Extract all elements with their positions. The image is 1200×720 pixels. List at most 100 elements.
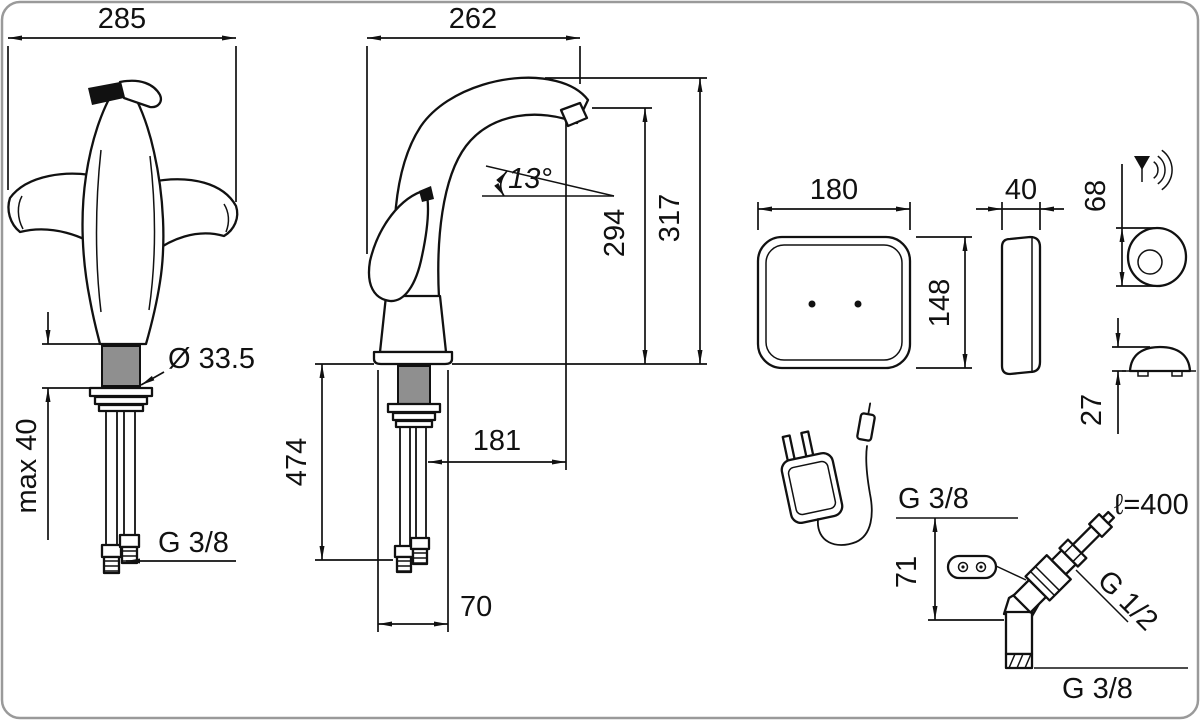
- dim-inlet-71: 71: [891, 518, 1004, 621]
- dim-heights: 294 317: [452, 77, 707, 365]
- wing-tip-line: [17, 195, 24, 230]
- dome-foot: [1171, 370, 1183, 377]
- sensor-knob-inner: [1137, 249, 1163, 275]
- dim-label-knob: 68: [1080, 180, 1112, 212]
- signal-arc: [1161, 149, 1173, 191]
- mounting-washer: [386, 402, 442, 414]
- mounting-dot: [854, 300, 862, 308]
- dim-label-total-height: 317: [654, 194, 686, 242]
- bracket-hole-dot: [979, 565, 983, 569]
- dim-box-depth-40: 40: [976, 174, 1064, 230]
- bracket-hole-dot: [961, 565, 965, 569]
- supply-hose: [415, 426, 427, 539]
- adapter-body-group: [780, 430, 844, 524]
- dim-label-box-width: 180: [810, 174, 858, 206]
- dim-label-angle: 13°: [508, 163, 552, 195]
- control-box-side-view: 40: [976, 174, 1064, 376]
- connector-nut: [409, 536, 431, 551]
- dim-box-width-180: 180: [757, 174, 911, 230]
- power-adapter: [780, 402, 876, 546]
- base-flange-side: [372, 350, 454, 366]
- faucet-body-side: [378, 294, 448, 354]
- supply-hose: [123, 410, 136, 536]
- dim-label-depth: 262: [449, 3, 497, 35]
- angle-line: [485, 165, 615, 197]
- dim-shank-diameter: Ø 33.5: [140, 343, 255, 386]
- hose-connector: [100, 543, 123, 575]
- signal-arc: [1153, 161, 1159, 179]
- mounting-nut: [394, 419, 434, 429]
- mounting-washer: [88, 386, 154, 398]
- dim-label-outlet-height: 294: [599, 209, 631, 257]
- thread-label-bottom: G 3/8: [1062, 673, 1133, 705]
- dim-label-box-depth: 40: [1005, 174, 1037, 206]
- lever-cap-side: [419, 186, 434, 202]
- connector-nut: [118, 533, 141, 549]
- wall-bracket: [946, 554, 998, 580]
- signal-arc: [1157, 155, 1166, 185]
- dim-box-height-148: 148: [916, 236, 972, 369]
- connector-thread: [395, 555, 413, 574]
- plug-body: [856, 412, 876, 442]
- mounting-nut: [97, 403, 145, 413]
- sensor-knob-view: 68: [1080, 149, 1188, 288]
- check-valve-body: [1012, 510, 1116, 614]
- dim-deck-thickness: max 40: [11, 312, 100, 540]
- leader-line: [1075, 569, 1129, 623]
- thread-label-inlet: G 3/8: [898, 483, 969, 515]
- lever-cap-front: [88, 82, 124, 105]
- dim-label-box-height: 148: [924, 279, 956, 327]
- dim-label-dome: 27: [1076, 394, 1108, 426]
- cable-plug: [856, 402, 876, 442]
- lever-handle-side: [367, 188, 430, 303]
- valve-ring-line: [1029, 565, 1061, 597]
- connector-nut: [100, 543, 123, 559]
- dome-cover-view: 27: [1076, 318, 1196, 434]
- adapter-cable: [817, 445, 873, 546]
- wing-tip-line: [223, 203, 230, 233]
- dim-reach-181: 181: [428, 122, 567, 470]
- control-box-side: [1000, 235, 1042, 376]
- supply-hose: [399, 426, 411, 547]
- control-box: [756, 235, 912, 370]
- adapter-body: [780, 452, 844, 524]
- supply-hose: [105, 410, 118, 546]
- connector-thread: [411, 547, 429, 566]
- dim-label-width: 285: [98, 3, 146, 35]
- thread-line: [1008, 653, 1032, 669]
- hose-tip: [1101, 510, 1116, 525]
- leader-line: [140, 371, 165, 386]
- inlet-pipe-thread: [1004, 652, 1034, 670]
- bracket-hole: [957, 561, 969, 573]
- dim-label-reach: 181: [473, 425, 521, 457]
- dim-label-base: 70: [460, 591, 492, 623]
- thread-label: G 3/8: [158, 527, 229, 559]
- threaded-shank-side: [397, 365, 431, 405]
- thread-line: [104, 560, 119, 572]
- spout-aerator: [559, 101, 589, 128]
- dim-under-deck-474: 474: [281, 363, 393, 561]
- sensor-knob: [1126, 226, 1188, 288]
- faucet-body-front: [81, 82, 165, 346]
- lever-handle-front: [118, 79, 162, 109]
- adapter-label: [787, 460, 837, 516]
- dim-label-under-deck: 474: [281, 438, 313, 486]
- thread-line: [413, 552, 427, 564]
- dim-base-70: 70: [377, 370, 492, 632]
- bracket-link-line: [995, 565, 1027, 581]
- antenna-tip: [1134, 156, 1150, 170]
- body-contour-line: [95, 149, 102, 313]
- dim-label-inlet-height: 71: [891, 556, 923, 588]
- mounting-dot: [808, 300, 816, 308]
- bracket-hole: [975, 561, 987, 573]
- mounting-nut: [93, 395, 149, 406]
- side-view: 262 13°: [281, 3, 707, 632]
- hose-connector: [118, 533, 141, 565]
- dim-hose-thread: G 3/8: [126, 527, 236, 564]
- control-box-inner: [765, 244, 903, 361]
- dim-knob-68: 68: [1080, 164, 1155, 287]
- dim-spout-angle: 13°: [482, 163, 615, 197]
- hose-connector: [393, 544, 415, 574]
- mounting-nut: [391, 411, 437, 422]
